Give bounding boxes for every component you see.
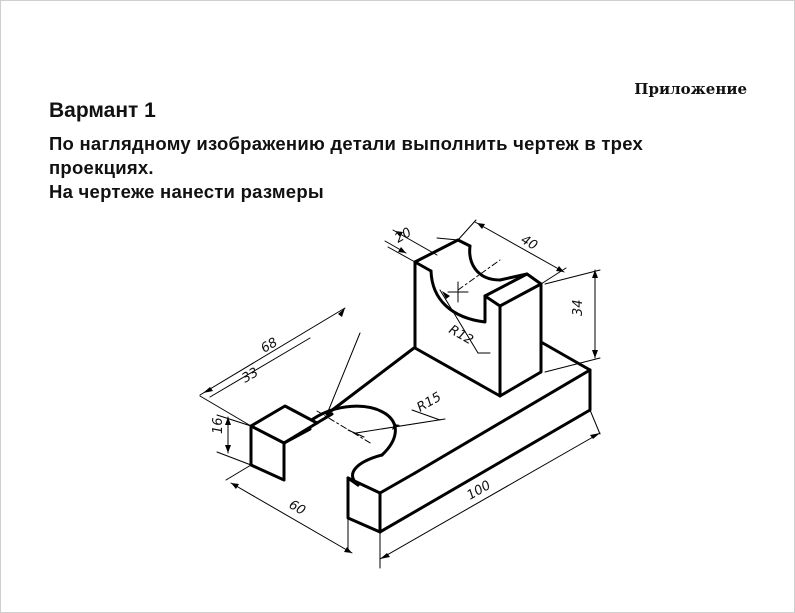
dim-33: 33: [240, 365, 262, 386]
dim-40: 40: [518, 232, 540, 253]
dim-34: 34: [571, 299, 586, 316]
dim-20: 20: [393, 225, 415, 246]
dim-r12: R12: [446, 322, 476, 348]
task-line-1: По наглядному изображению детали выполни…: [49, 133, 644, 154]
appendix-label: Приложение: [634, 80, 747, 98]
dimension-lines: [199, 219, 601, 569]
task-line-3: На чертеже нанести размеры: [49, 181, 324, 202]
task-line-2: проекциях.: [49, 157, 154, 178]
dim-60: 60: [286, 497, 308, 518]
dim-r15: R15: [415, 390, 445, 416]
dim-16: 16: [211, 417, 226, 434]
upright-block: [413, 238, 543, 398]
dimension-labels: 20 40 34 68 33 16 60 100 R12 R15: [211, 225, 586, 519]
dim-68: 68: [259, 335, 281, 356]
dimension-arrows: [203, 223, 600, 559]
variant-title: Вармант 1: [49, 99, 156, 122]
task-text: По наглядному изображению детали выполни…: [49, 132, 749, 204]
